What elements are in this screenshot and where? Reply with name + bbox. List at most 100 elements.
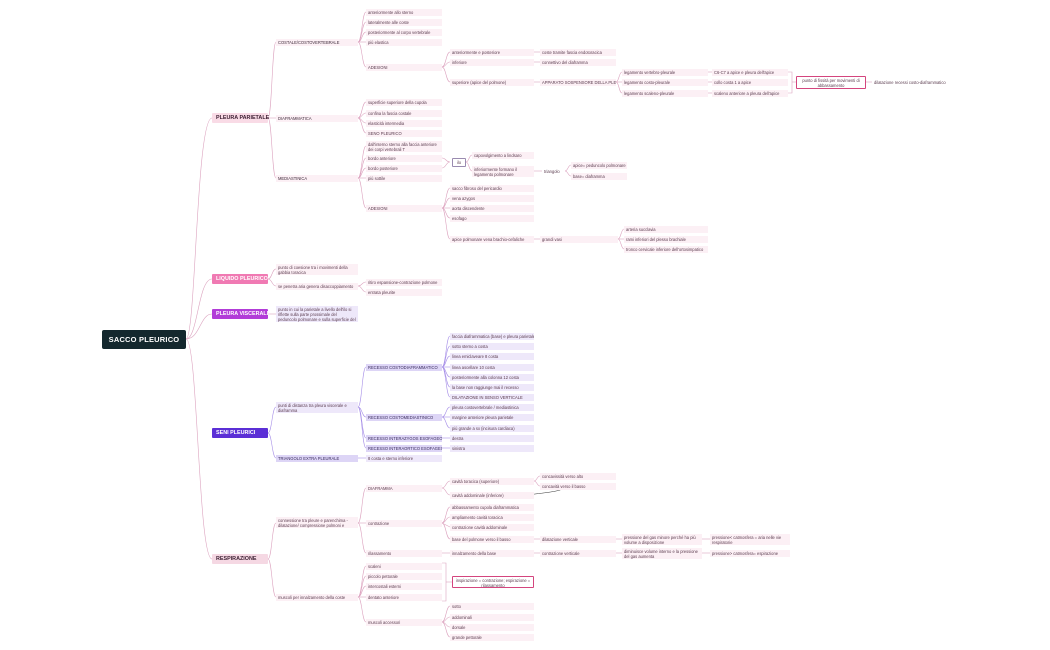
node-capovolgimento[interactable]: capovolgimento a lindsaro [472, 152, 534, 159]
node-pleura-parietale[interactable]: PLEURA PARIETALE [212, 113, 269, 123]
node-triangolo[interactable]: triangolo [544, 169, 560, 174]
node-muscolo[interactable]: dentato anteriore [366, 594, 442, 601]
node-con-item[interactable]: ampliamento cavità toracica [450, 514, 534, 521]
node-cf-item[interactable]: faccia diaframmatica (base) e pleura par… [450, 333, 534, 340]
callout-punto-fissita[interactable]: punto di fissità per movimenti di abbass… [796, 76, 866, 89]
node-legamento-value[interactable]: scaleno anteriore a pleura dell'apice [712, 90, 788, 97]
node-costale-item[interactable]: anteriormente allo sterno [366, 9, 442, 16]
node-ilo[interactable]: ilo [452, 158, 466, 167]
node-diminuisce-volume[interactable]: diminuisce volume interno e la pressione… [622, 548, 702, 559]
node-sinistra[interactable]: sinistra [450, 445, 534, 452]
node-cav-addominale[interactable]: cavità addominale (inferiore) [450, 492, 534, 499]
node-contrazione-verticale[interactable]: contrazione verticale [540, 550, 616, 557]
node-cav-addominale-value[interactable]: concavità verso il basso [540, 483, 616, 490]
node-recesso-costomediastinico[interactable]: RECESSO COSTOMEDIASTINICO [366, 414, 442, 421]
node-liq-ritiro[interactable]: ritiro espansione-contrazione polmone [366, 279, 442, 286]
node-diaframmatica[interactable]: DIAFRAMMATICA [276, 115, 358, 122]
node-liq-aria[interactable]: se penetra aria genera disaccoppiamento [276, 283, 358, 290]
node-resp-connessione[interactable]: connessione tra pleure e parenchima - di… [276, 517, 358, 528]
node-costale-item[interactable]: più elastica [366, 39, 442, 46]
node-seni-pleurici[interactable]: SENI PLEURICI [212, 428, 268, 438]
node-muscoli-innalzamento[interactable]: muscoli per innalzamento della coste [276, 594, 358, 601]
node-triangolo-value[interactable]: 8 costa e sterno inferiore [366, 455, 442, 462]
node-destra[interactable]: destra [450, 435, 534, 442]
node-liquido-pleurico[interactable]: LIQUIDO PLEURICO [212, 274, 268, 284]
node-muscolo[interactable]: piccolo pettorale [366, 573, 442, 580]
node-ades-inf-value[interactable]: connettivo del diaframma [540, 59, 616, 66]
node-med-ades-item[interactable]: vena azygos [450, 195, 534, 202]
callout-inspirazione[interactable]: inspirazione = contrazione; espirazione … [452, 576, 534, 588]
node-cm-item[interactable]: più grande a sx (incisura cardiaca) [450, 425, 534, 432]
node-diaf-item[interactable]: elasticità intermedia [366, 120, 442, 127]
node-innalzamento-base[interactable]: innalzamento della base [450, 550, 534, 557]
node-bordo-posteriore[interactable]: bordo posteriore [366, 165, 442, 172]
node-legamento[interactable]: legamento costo-pleurale [622, 79, 708, 86]
node-cf-item[interactable]: linea emiclaveare 8 costa [450, 353, 534, 360]
node-costale-item[interactable]: posteriormente al corpo vertebrale [366, 29, 442, 36]
node-legamento[interactable]: legamento scaleno-pleurale [622, 90, 708, 97]
node-ades-ant-value[interactable]: coste tramite fascia endotoracica [540, 49, 616, 56]
node-muscoli-accessori[interactable]: muscoli accessori [366, 619, 442, 626]
node-acc-item[interactable]: grande pettorale [450, 634, 534, 641]
node-apice-polmonare[interactable]: apice polmonare vena brachio-cefaliche [450, 236, 534, 243]
node-pressione-gas[interactable]: pressione del gas minore perché ha più v… [622, 534, 702, 545]
node-costale[interactable]: COSTALE/COSTOVERTEBRALE [276, 39, 358, 46]
node-seno-pleurico[interactable]: SENO PLEURICO [366, 130, 442, 137]
node-cav-toracica-value[interactable]: concavissità verso alto [540, 473, 616, 480]
node-muscolo[interactable]: scaleni [366, 563, 442, 570]
node-diaf-item[interactable]: superficie superiore della cupola [366, 99, 442, 106]
node-con-item[interactable]: contrazione cavità addominale [450, 524, 534, 531]
node-med-dall[interactable]: dall'interno sterno alla faccia anterior… [366, 141, 442, 152]
node-cf-item[interactable]: DILATAZIONE IN SENSO VERTICALE [450, 394, 534, 401]
node-legamento[interactable]: legamento vertebro-pleurale [622, 69, 708, 76]
node-liq-pleurite[interactable]: entrata pleurite [366, 289, 442, 296]
node-acc-item[interactable]: dorsale [450, 624, 534, 631]
node-piu-sottile[interactable]: più sottile [366, 175, 442, 182]
node-resp-diaframma[interactable]: DIAFRAMMA [366, 485, 442, 492]
node-triangolo-extrapleurale[interactable]: TRIANGOLO EXTRA PLEURALE [276, 455, 358, 462]
node-cav-toracica[interactable]: cavità toracica (superiore) [450, 478, 534, 485]
node-cf-item[interactable]: posteriormente alla colonna 12 costa [450, 374, 534, 381]
node-grandi-vasi[interactable]: grandi vasi [540, 236, 618, 243]
node-cm-item[interactable]: margine anteriore pleura parietale [450, 414, 534, 421]
node-apparato-sospensore[interactable]: APPARATO SOSPENSORE DELLA PLEURA [540, 79, 616, 86]
node-adesioni[interactable]: ADESIONI [366, 64, 442, 71]
node-vaso[interactable]: tronco cervicale inferiore dell'ortosimp… [624, 246, 708, 253]
node-med-ades-item[interactable]: sacco fibroso del pericardio [450, 185, 534, 192]
node-visc-desc[interactable]: punto in cui la parietale a livello dell… [276, 306, 358, 322]
node-legamento-polmonare[interactable]: inferiormente formano il legamento polmo… [472, 166, 534, 177]
node-vaso[interactable]: arteria succlavia [624, 226, 708, 233]
node-recesso-interazygos[interactable]: RECESSO INTERAZYGOS ESOFAGEO [366, 435, 442, 442]
node-con-item[interactable]: abbassamento cupola diaframmatica [450, 504, 534, 511]
node-acc-item[interactable]: addominali [450, 614, 534, 621]
node-muscolo[interactable]: intercostali esterni [366, 583, 442, 590]
node-rilassamento[interactable]: rilassamento [366, 550, 442, 557]
node-seni-punti[interactable]: punti di distanza tra pleura viscerale e… [276, 402, 358, 413]
node-cf-item[interactable]: sotto sterno a costa [450, 343, 534, 350]
node-ades-ant[interactable]: anteriormente e posteriore [450, 49, 534, 56]
node-apice-peduncolo[interactable]: apice= peduncolo polmonare [571, 162, 627, 169]
node-med-ades-item[interactable]: aorta discendente [450, 205, 534, 212]
node-bordo-anteriore[interactable]: bordo anteriore [366, 155, 442, 162]
node-contrazione[interactable]: contrazione [366, 520, 442, 527]
node-pressione-inspirazione[interactable]: pressione< catmosfera = aria nelle vie r… [710, 534, 790, 545]
node-pressione-espirazione[interactable]: pressione> catmosfera= espirazione [710, 550, 790, 557]
node-legamento-value[interactable]: collo costa 1 a apice [712, 79, 788, 86]
node-pleura-viscerale[interactable]: PLEURA VISCERALE [212, 309, 270, 319]
node-costale-item[interactable]: lateralmente alle coste [366, 19, 442, 26]
node-acc-item[interactable]: sotto [450, 603, 534, 610]
node-cf-item[interactable]: linea ascellare 10 costa [450, 364, 534, 371]
node-base-diaframma[interactable]: base= diaframma [571, 173, 627, 180]
node-ades-inf[interactable]: inferiore [450, 59, 534, 66]
node-dilatazione-verticale[interactable]: dilatazione verticale [540, 536, 616, 543]
root-node[interactable]: SACCO PLEURICO [102, 330, 186, 349]
node-recesso-interaortico[interactable]: RECESSO INTERAORTICO ESOFAGEO [366, 445, 442, 452]
node-med-ades-item[interactable]: esofago [450, 215, 534, 222]
node-cm-item[interactable]: pleura costovertebrale / mediastinica [450, 404, 534, 411]
node-cf-item[interactable]: la base non raggiunge mai il recesso [450, 384, 534, 391]
node-respirazione[interactable]: RESPIRAZIONE [212, 554, 268, 564]
node-dilatazione-recessi[interactable]: dilatazione recessi costo-diaframmatico [874, 80, 946, 85]
node-base-polmone[interactable]: base del polmone verso il basso [450, 536, 534, 543]
node-liq-coesione[interactable]: punto di coesione tra i movimenti della … [276, 264, 358, 275]
node-mediastinica[interactable]: MEDIASTINICA [276, 175, 358, 182]
